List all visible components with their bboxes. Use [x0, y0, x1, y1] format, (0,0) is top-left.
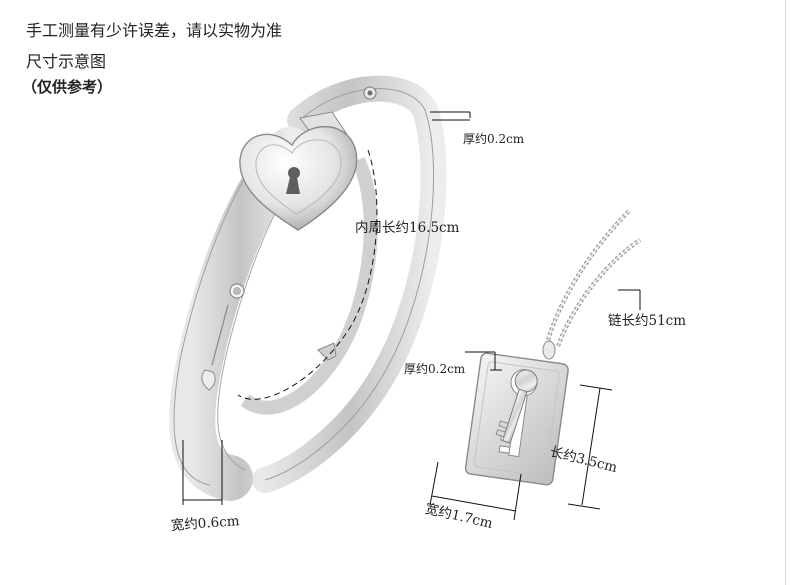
- chain-length-label: 链长约51cm: [608, 313, 687, 329]
- inner-circumference-guide: [237, 149, 378, 400]
- chain-length-guide: [618, 289, 641, 310]
- diagram-note: 尺寸示意图: [26, 52, 107, 71]
- measurement-note: 手工测量有少许误差，请以实物为准: [26, 21, 283, 40]
- pendant-thickness-label: 厚约0.2cm: [404, 362, 466, 376]
- bracelet-thickness-label: 厚约0.2cm: [463, 132, 525, 146]
- reference-note: （仅供参考）: [22, 78, 113, 96]
- pendant-thickness-guide: [465, 351, 502, 371]
- pendant-length-guide: [567, 384, 613, 510]
- pendant-width-guide: [429, 461, 522, 521]
- inner-circumference-label: 内周长约16.5cm: [355, 220, 460, 236]
- bangle-bracelet: [169, 75, 447, 501]
- bracelet-thickness-guide: [430, 111, 471, 121]
- bracelet-width-guide: [182, 440, 223, 505]
- key-pendant-necklace: [464, 208, 642, 486]
